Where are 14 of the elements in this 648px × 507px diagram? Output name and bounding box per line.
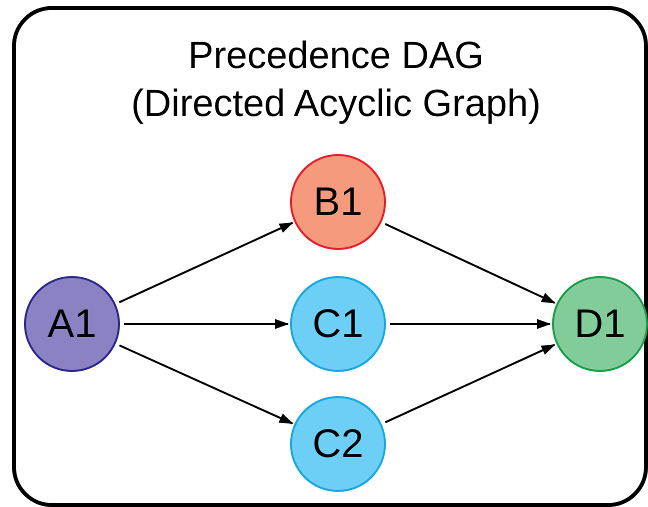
circle-node: C2 bbox=[290, 396, 386, 492]
arrow bbox=[118, 344, 294, 424]
circle-node: C1 bbox=[290, 276, 386, 372]
arrow bbox=[124, 319, 289, 329]
frame-label: (Directed Acyclic Graph) bbox=[131, 82, 541, 127]
circle-node: A1 bbox=[24, 276, 120, 372]
frame-box bbox=[12, 6, 648, 507]
arrow bbox=[384, 344, 556, 424]
frame-label: Precedence DAG bbox=[188, 34, 484, 79]
circle-node: B1 bbox=[290, 154, 386, 250]
arrow bbox=[390, 319, 551, 329]
circle-node: D1 bbox=[552, 276, 648, 372]
arrow bbox=[118, 222, 294, 304]
arrow bbox=[384, 223, 556, 304]
